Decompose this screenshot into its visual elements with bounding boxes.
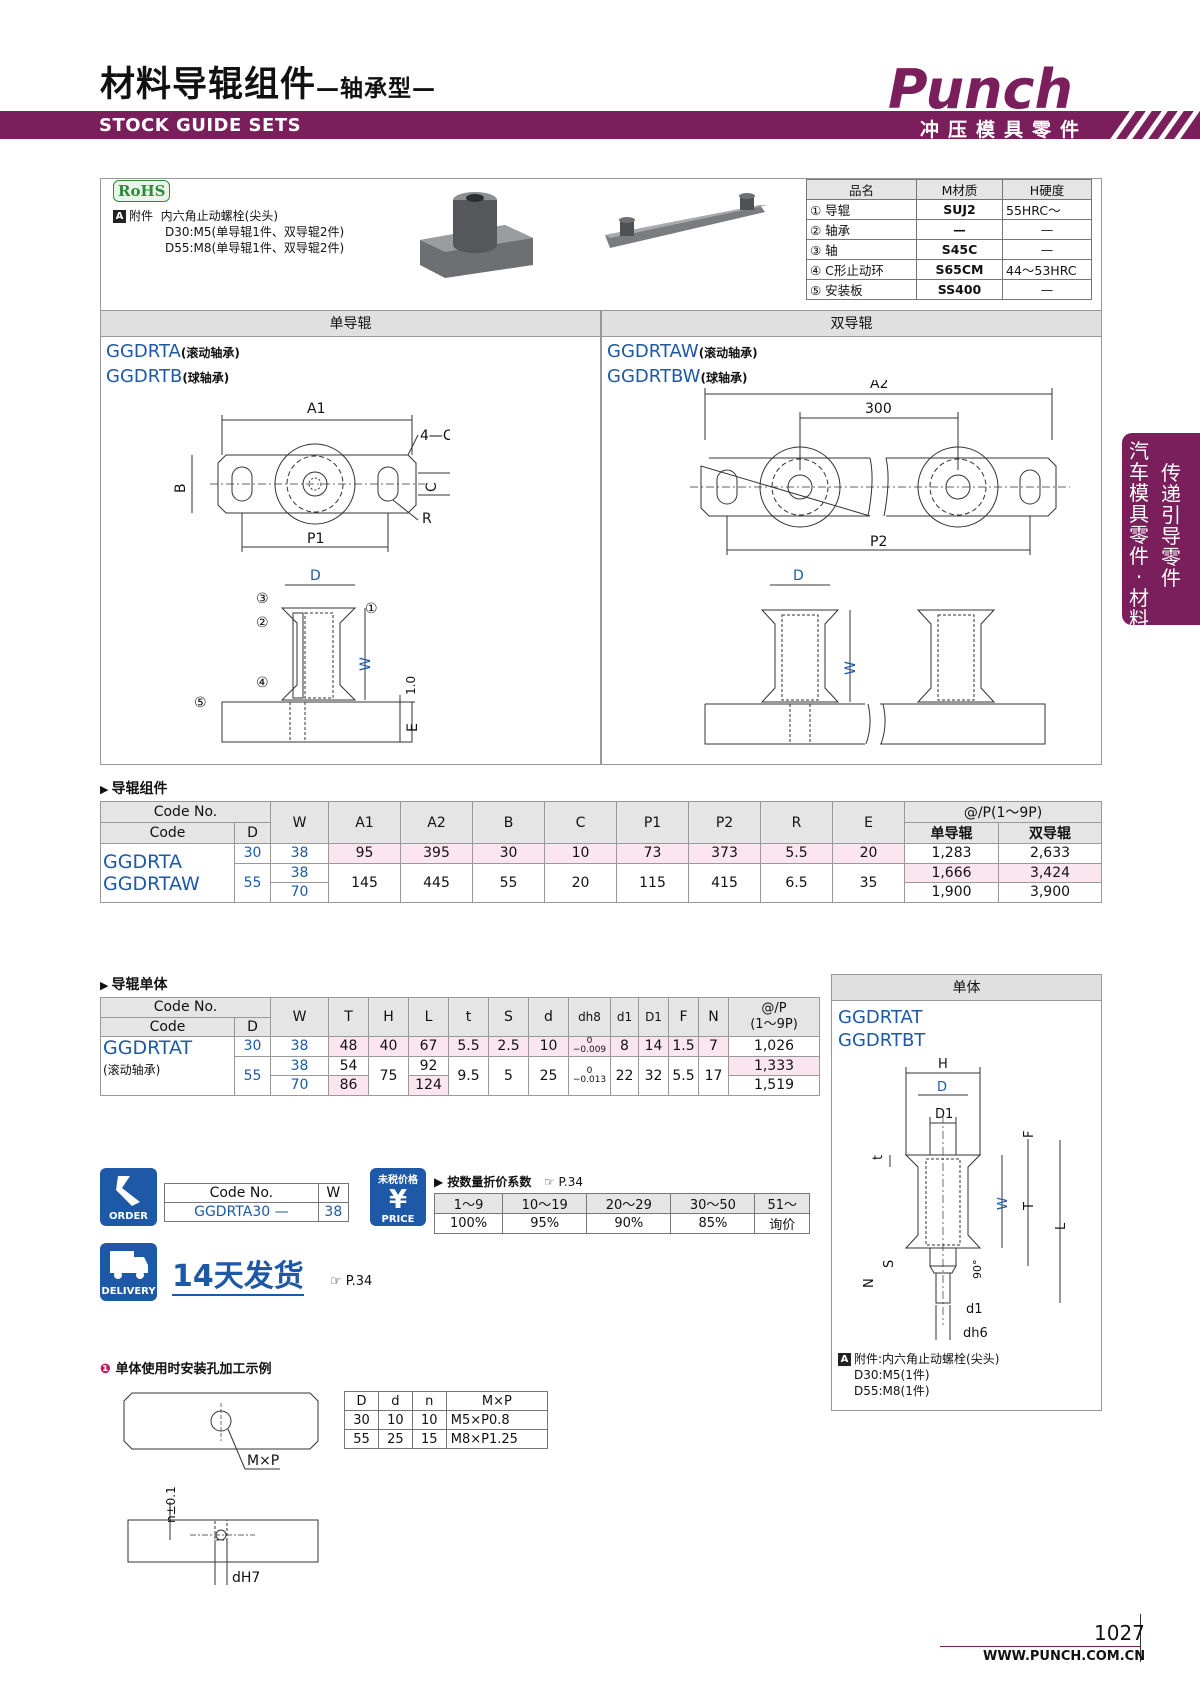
price-icon: 未税价格 ¥ PRICE: [370, 1168, 426, 1226]
delivery-icon: DELIVERY: [100, 1243, 157, 1301]
svg-text:t: t: [871, 1155, 886, 1160]
svg-text:P2: P2: [870, 534, 887, 550]
rohs-badge: RoHS: [113, 180, 171, 202]
assembly-table: Code No. W A1 A2 B C P1 P2 R E @/P(1～9P)…: [100, 801, 1102, 903]
svg-text:dh6: dh6: [963, 1326, 988, 1341]
unit-roller-drawing: H D D1 t W T L F S N 90° d1 dh6: [862, 1057, 1069, 1341]
svg-text:90°: 90°: [971, 1260, 984, 1280]
side-category-tab[interactable]: 汽车模具零件·材料 传递引导零件: [1122, 433, 1200, 630]
mount-hole-drawing: M×P n±0.1 dH7: [123, 1392, 319, 1586]
svg-text:①: ①: [365, 601, 378, 617]
svg-text:W: W: [843, 661, 859, 675]
svg-text:M×P: M×P: [247, 1453, 279, 1469]
svg-text:③: ③: [256, 591, 269, 607]
brand-cn: 冲压模具零件: [920, 119, 1089, 141]
svg-text:T: T: [1022, 1202, 1037, 1211]
double-roller-photo: [605, 193, 768, 248]
svg-text:D: D: [310, 568, 321, 584]
svg-text:②: ②: [256, 615, 269, 631]
delivery-ref[interactable]: ☞ P.34: [330, 1274, 373, 1289]
svg-text:F: F: [1022, 1131, 1037, 1138]
footer-url[interactable]: WWW.PUNCH.COM.CN: [983, 1649, 1146, 1664]
title-banner: [0, 111, 1200, 139]
double-models: GGDRTAW(滚动轴承) GGDRTBW(球轴承): [607, 341, 758, 387]
svg-text:d1: d1: [966, 1302, 983, 1317]
page-title: 材料导辊组件—轴承型—: [100, 65, 437, 105]
svg-text:E: E: [405, 723, 421, 732]
double-roller-drawing: A2 300 P2 D W: [690, 380, 1070, 745]
table1-title: 导辊组件: [100, 778, 167, 798]
order-icon: ORDER: [100, 1168, 157, 1226]
single-roller-drawing: A1 B 4—C5 C R P1 D W 1.0 E ③ ② ① ④ ⑤: [173, 401, 450, 743]
unit-table: Code No. W T H L t S d dh8 d1 D1 F N @/P…: [100, 997, 820, 1096]
unit-box: 单体: [831, 974, 1102, 1411]
single-roller-heading: 单导辊: [101, 311, 600, 337]
svg-text:P1: P1: [307, 531, 324, 547]
material-row: ② 轴承——: [806, 219, 1092, 240]
svg-text:Punch: Punch: [888, 58, 1073, 116]
svg-text:D1: D1: [935, 1107, 953, 1122]
svg-text:H: H: [938, 1057, 948, 1072]
mount-title: ❶ 单体使用时安装孔加工示例: [100, 1362, 272, 1377]
svg-text:1.0: 1.0: [404, 676, 418, 695]
single-roller-photo: [420, 192, 533, 278]
unit-code-cell: GGDRTAT(滚动轴承): [100, 1036, 235, 1096]
table2-title: 导辊单体: [100, 974, 167, 994]
single-models: GGDRTA(滚动轴承) GGDRTB(球轴承): [106, 341, 240, 387]
order-example-table: Code No.W GGDRTA30 —38: [164, 1183, 350, 1222]
svg-text:W: W: [996, 1197, 1011, 1210]
svg-text:⑤: ⑤: [194, 695, 207, 711]
subtitle-en: STOCK GUIDE SETS: [99, 115, 302, 136]
svg-text:N: N: [862, 1278, 877, 1288]
svg-text:④: ④: [256, 675, 269, 691]
svg-text:L: L: [1054, 1222, 1069, 1230]
brand-logo: Punch: [888, 58, 1073, 116]
svg-text:A2: A2: [870, 380, 888, 392]
svg-text:R: R: [422, 511, 432, 527]
svg-text:n±0.1: n±0.1: [164, 1486, 178, 1523]
svg-text:C: C: [424, 482, 440, 492]
footer-divider: [1140, 1614, 1141, 1662]
svg-text:300: 300: [865, 401, 892, 417]
price-title: ▶ 按数量折价系数 ☞ P.34: [434, 1175, 583, 1189]
svg-text:D: D: [793, 568, 804, 584]
svg-text:B: B: [173, 483, 189, 493]
svg-text:A1: A1: [307, 401, 325, 417]
svg-text:S: S: [882, 1260, 897, 1268]
delivery-days: 14天发货: [172, 1259, 304, 1296]
svg-text:4—C5: 4—C5: [420, 428, 450, 444]
svg-text:dH7: dH7: [232, 1570, 260, 1586]
svg-text:D: D: [937, 1080, 947, 1095]
double-roller-heading: 双导辊: [602, 311, 1101, 337]
page-number: 1027: [1094, 1621, 1145, 1645]
svg-text:W: W: [358, 657, 374, 671]
